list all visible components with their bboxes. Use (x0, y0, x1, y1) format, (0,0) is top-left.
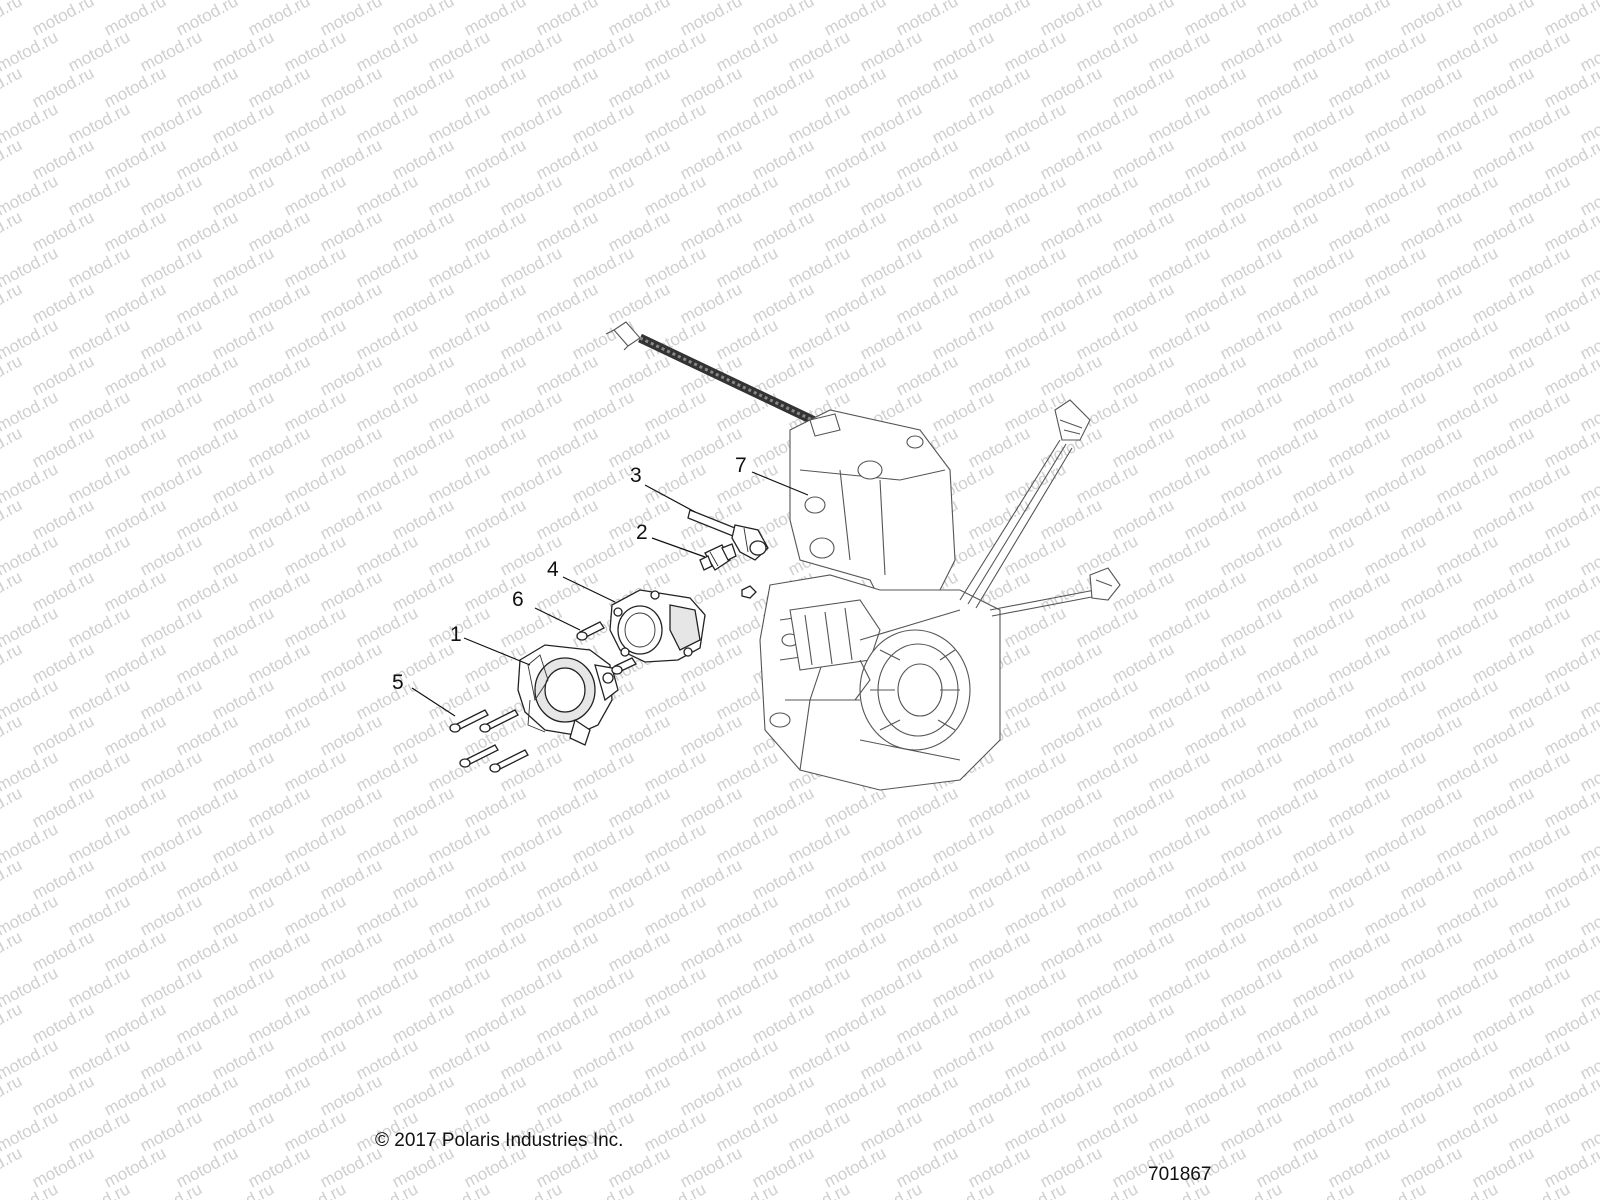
part-5-bolts (449, 709, 529, 773)
callout-4: 4 (547, 558, 559, 581)
wiring-harness (959, 399, 1121, 617)
watermark-text: motod.ru (1577, 0, 1600, 4)
leader-6 (534, 607, 581, 631)
leader-4 (562, 576, 616, 603)
callout-6: 6 (512, 588, 524, 611)
leader-1 (463, 637, 531, 666)
callout-3: 3 (630, 464, 642, 487)
copyright-notice: © 2017 Polaris Industries Inc. (375, 1130, 624, 1151)
dipstick-tube (605, 321, 848, 441)
callout-1: 1 (450, 623, 462, 646)
callout-7: 7 (735, 454, 747, 477)
small-nut (741, 585, 757, 599)
diagram-number: 701867 (1148, 1164, 1212, 1185)
callout-5: 5 (392, 671, 404, 694)
part-4-intake-adapter (609, 589, 706, 663)
engine-assembly (605, 321, 1121, 791)
part-2-fuel-injector (699, 543, 737, 571)
leader-5 (411, 687, 456, 717)
callout-2: 2 (636, 521, 648, 544)
crankcase (759, 574, 1001, 791)
leader-3 (644, 484, 696, 513)
leader-2 (651, 537, 706, 558)
part-1-throttle-body (517, 644, 619, 746)
